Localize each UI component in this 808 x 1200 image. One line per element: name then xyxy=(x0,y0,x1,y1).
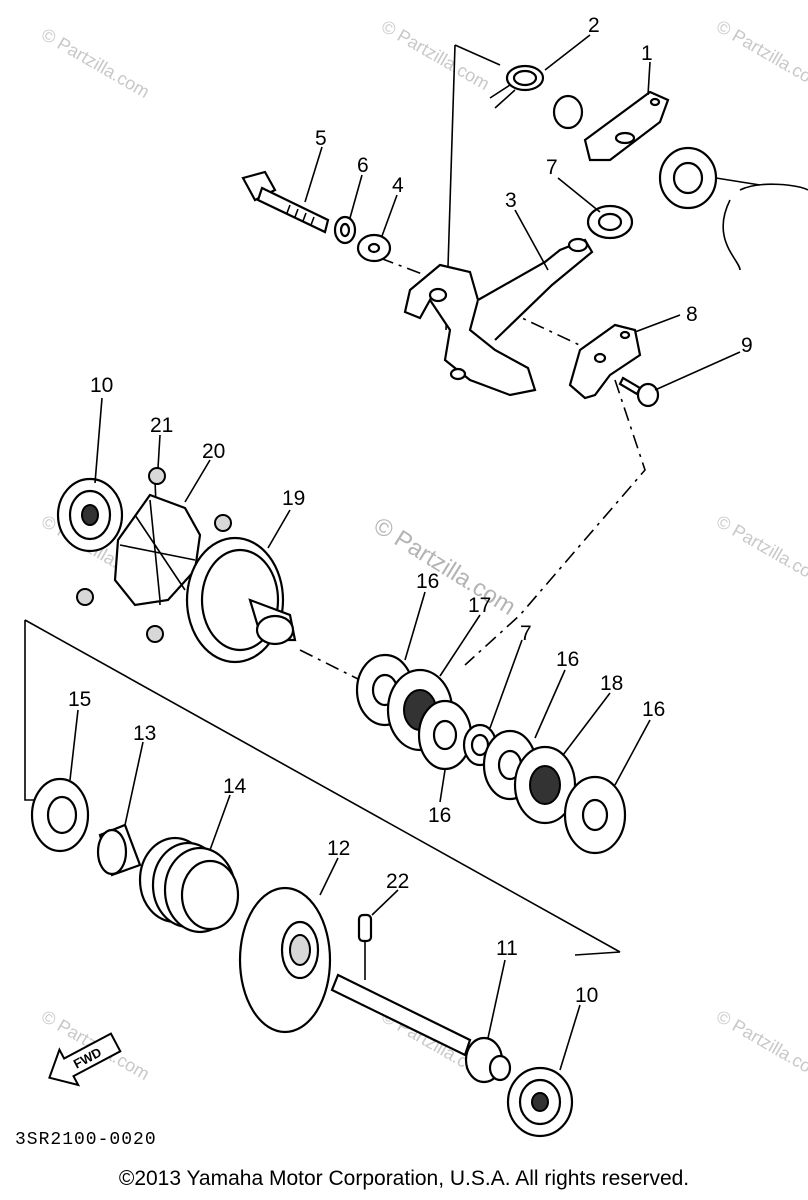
label-18: 18 xyxy=(600,672,623,695)
part-balls-21 xyxy=(76,467,232,643)
copyright-notice: ©2013 Yamaha Motor Corporation, U.S.A. A… xyxy=(118,1167,690,1190)
label-17: 17 xyxy=(468,594,491,617)
label-4: 4 xyxy=(392,174,404,197)
part-disc-16-d xyxy=(563,775,627,855)
label-10-top: 10 xyxy=(90,374,113,397)
part-washer-4 xyxy=(356,233,392,263)
label-16-a: 16 xyxy=(416,570,439,593)
label-16-c: 16 xyxy=(642,698,665,721)
watermark: © Partzilla.com xyxy=(713,16,808,94)
part-shaft-housing xyxy=(658,146,808,271)
part-spring-14 xyxy=(138,836,240,934)
label-13: 13 xyxy=(133,722,156,745)
part-gear-12 xyxy=(238,886,332,1034)
part-shaft-11 xyxy=(330,973,512,1084)
label-1: 1 xyxy=(641,42,653,65)
watermark: © Partzilla.com xyxy=(713,511,808,589)
part-bracket-8 xyxy=(568,323,642,400)
watermark: © Partzilla.com xyxy=(378,16,493,94)
watermark-center: © Partzilla.com xyxy=(369,512,520,621)
part-disc-16-b xyxy=(417,699,473,771)
label-8: 8 xyxy=(686,303,698,326)
part-arm-3 xyxy=(403,237,594,397)
part-pin-22 xyxy=(357,913,373,943)
label-7-top: 7 xyxy=(546,156,558,179)
part-collar-13 xyxy=(96,823,142,877)
label-16-b: 16 xyxy=(556,648,579,671)
label-20: 20 xyxy=(202,440,225,463)
part-labels: 1 2 3 4 5 6 7 7 8 9 10 10 11 12 13 14 15… xyxy=(68,14,753,1007)
fwd-arrow-icon: FWD xyxy=(48,1032,122,1087)
label-6: 6 xyxy=(357,154,369,177)
label-5: 5 xyxy=(315,127,327,150)
part-seal-7 xyxy=(586,204,634,240)
label-7-lower: 7 xyxy=(520,622,532,645)
label-3: 3 xyxy=(505,189,517,212)
diagram-code: 3SR2100-0020 xyxy=(15,1130,157,1150)
watermark: © Partzilla.com xyxy=(38,24,153,102)
part-spring-2 xyxy=(489,64,584,130)
label-15: 15 xyxy=(68,688,91,711)
part-screw-9 xyxy=(618,376,660,408)
part-drum-19 xyxy=(185,536,297,664)
part-bearing-10-left xyxy=(56,477,124,553)
label-11: 11 xyxy=(496,937,518,960)
label-14: 14 xyxy=(223,775,247,798)
part-disc-18 xyxy=(513,745,577,825)
label-19: 19 xyxy=(282,487,305,510)
part-lever-1 xyxy=(583,90,670,162)
watermark: © Partzilla.com xyxy=(713,1006,808,1084)
label-22: 22 xyxy=(386,870,409,893)
label-21: 21 xyxy=(150,414,173,437)
part-bolt-5 xyxy=(241,170,330,234)
label-12: 12 xyxy=(327,837,350,860)
part-washer-6 xyxy=(333,215,357,245)
part-bearing-10-right xyxy=(506,1066,574,1138)
label-16-d: 16 xyxy=(428,804,451,827)
part-cam-20 xyxy=(113,493,202,607)
part-seal-15 xyxy=(30,777,90,853)
label-2: 2 xyxy=(588,14,600,37)
leader-lines xyxy=(69,34,741,1071)
label-9: 9 xyxy=(741,334,753,357)
label-10-bottom: 10 xyxy=(575,984,598,1007)
